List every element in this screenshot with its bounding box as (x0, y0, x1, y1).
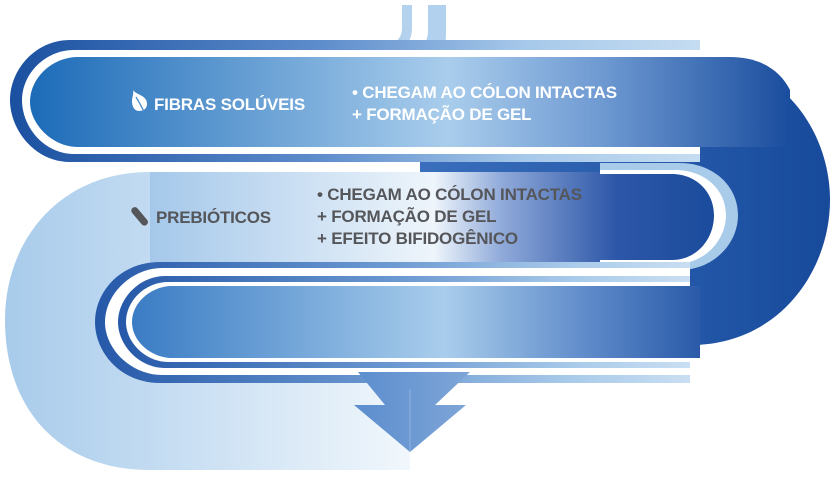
stage-title-prebioticos: PREBIÓTICOS (156, 208, 271, 227)
desc-line: + FORMAÇÃO DE GEL (352, 105, 532, 124)
stage-title-fibras: FIBRAS SOLÚVEIS (154, 95, 305, 114)
desc-line: + FORMAÇÃO DE GEL (317, 207, 497, 226)
capsule-icon (130, 206, 150, 226)
middle-band (150, 172, 718, 262)
desc-line: • CHEGAM AO CÓLON INTACTAS (317, 185, 582, 204)
down-arrow (354, 372, 470, 452)
stage-desc-fibras: • CHEGAM AO CÓLON INTACTAS + FORMAÇÃO DE… (352, 82, 617, 126)
desc-line: + EFEITO BIFIDOGÊNICO (317, 229, 518, 248)
stage-desc-prebioticos: • CHEGAM AO CÓLON INTACTAS + FORMAÇÃO DE… (317, 184, 582, 250)
desc-line: • CHEGAM AO CÓLON INTACTAS (352, 83, 617, 102)
leaf-icon (131, 89, 149, 113)
